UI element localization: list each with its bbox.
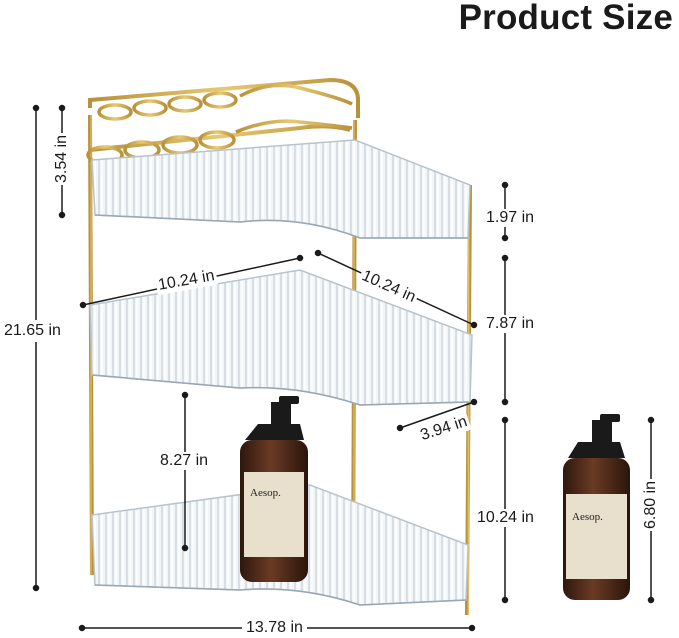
bottle-height-label: 6.80 in: [642, 478, 661, 532]
bottle-brand-text: Aesop.: [250, 487, 281, 499]
top-rail-label: 3.54 in: [53, 132, 72, 186]
bottle-in-rack: [240, 396, 308, 582]
middle-basket: [89, 269, 473, 406]
base-width-label: 13.78 in: [242, 619, 307, 637]
top-basket: [91, 139, 471, 239]
standalone-bottle: [563, 414, 630, 600]
page-title: Product Size: [458, 0, 673, 37]
total-height-label: 21.65 in: [4, 320, 61, 342]
basket-depth-label: 1.97 in: [484, 209, 537, 227]
standalone-bottle-brand-text: Aesop.: [572, 511, 603, 523]
bottle-clearance-label: 8.27 in: [158, 452, 211, 470]
tier-gap-upper-label: 7.87 in: [484, 315, 537, 333]
tier-gap-lower-label: 10.24 in: [475, 509, 536, 527]
